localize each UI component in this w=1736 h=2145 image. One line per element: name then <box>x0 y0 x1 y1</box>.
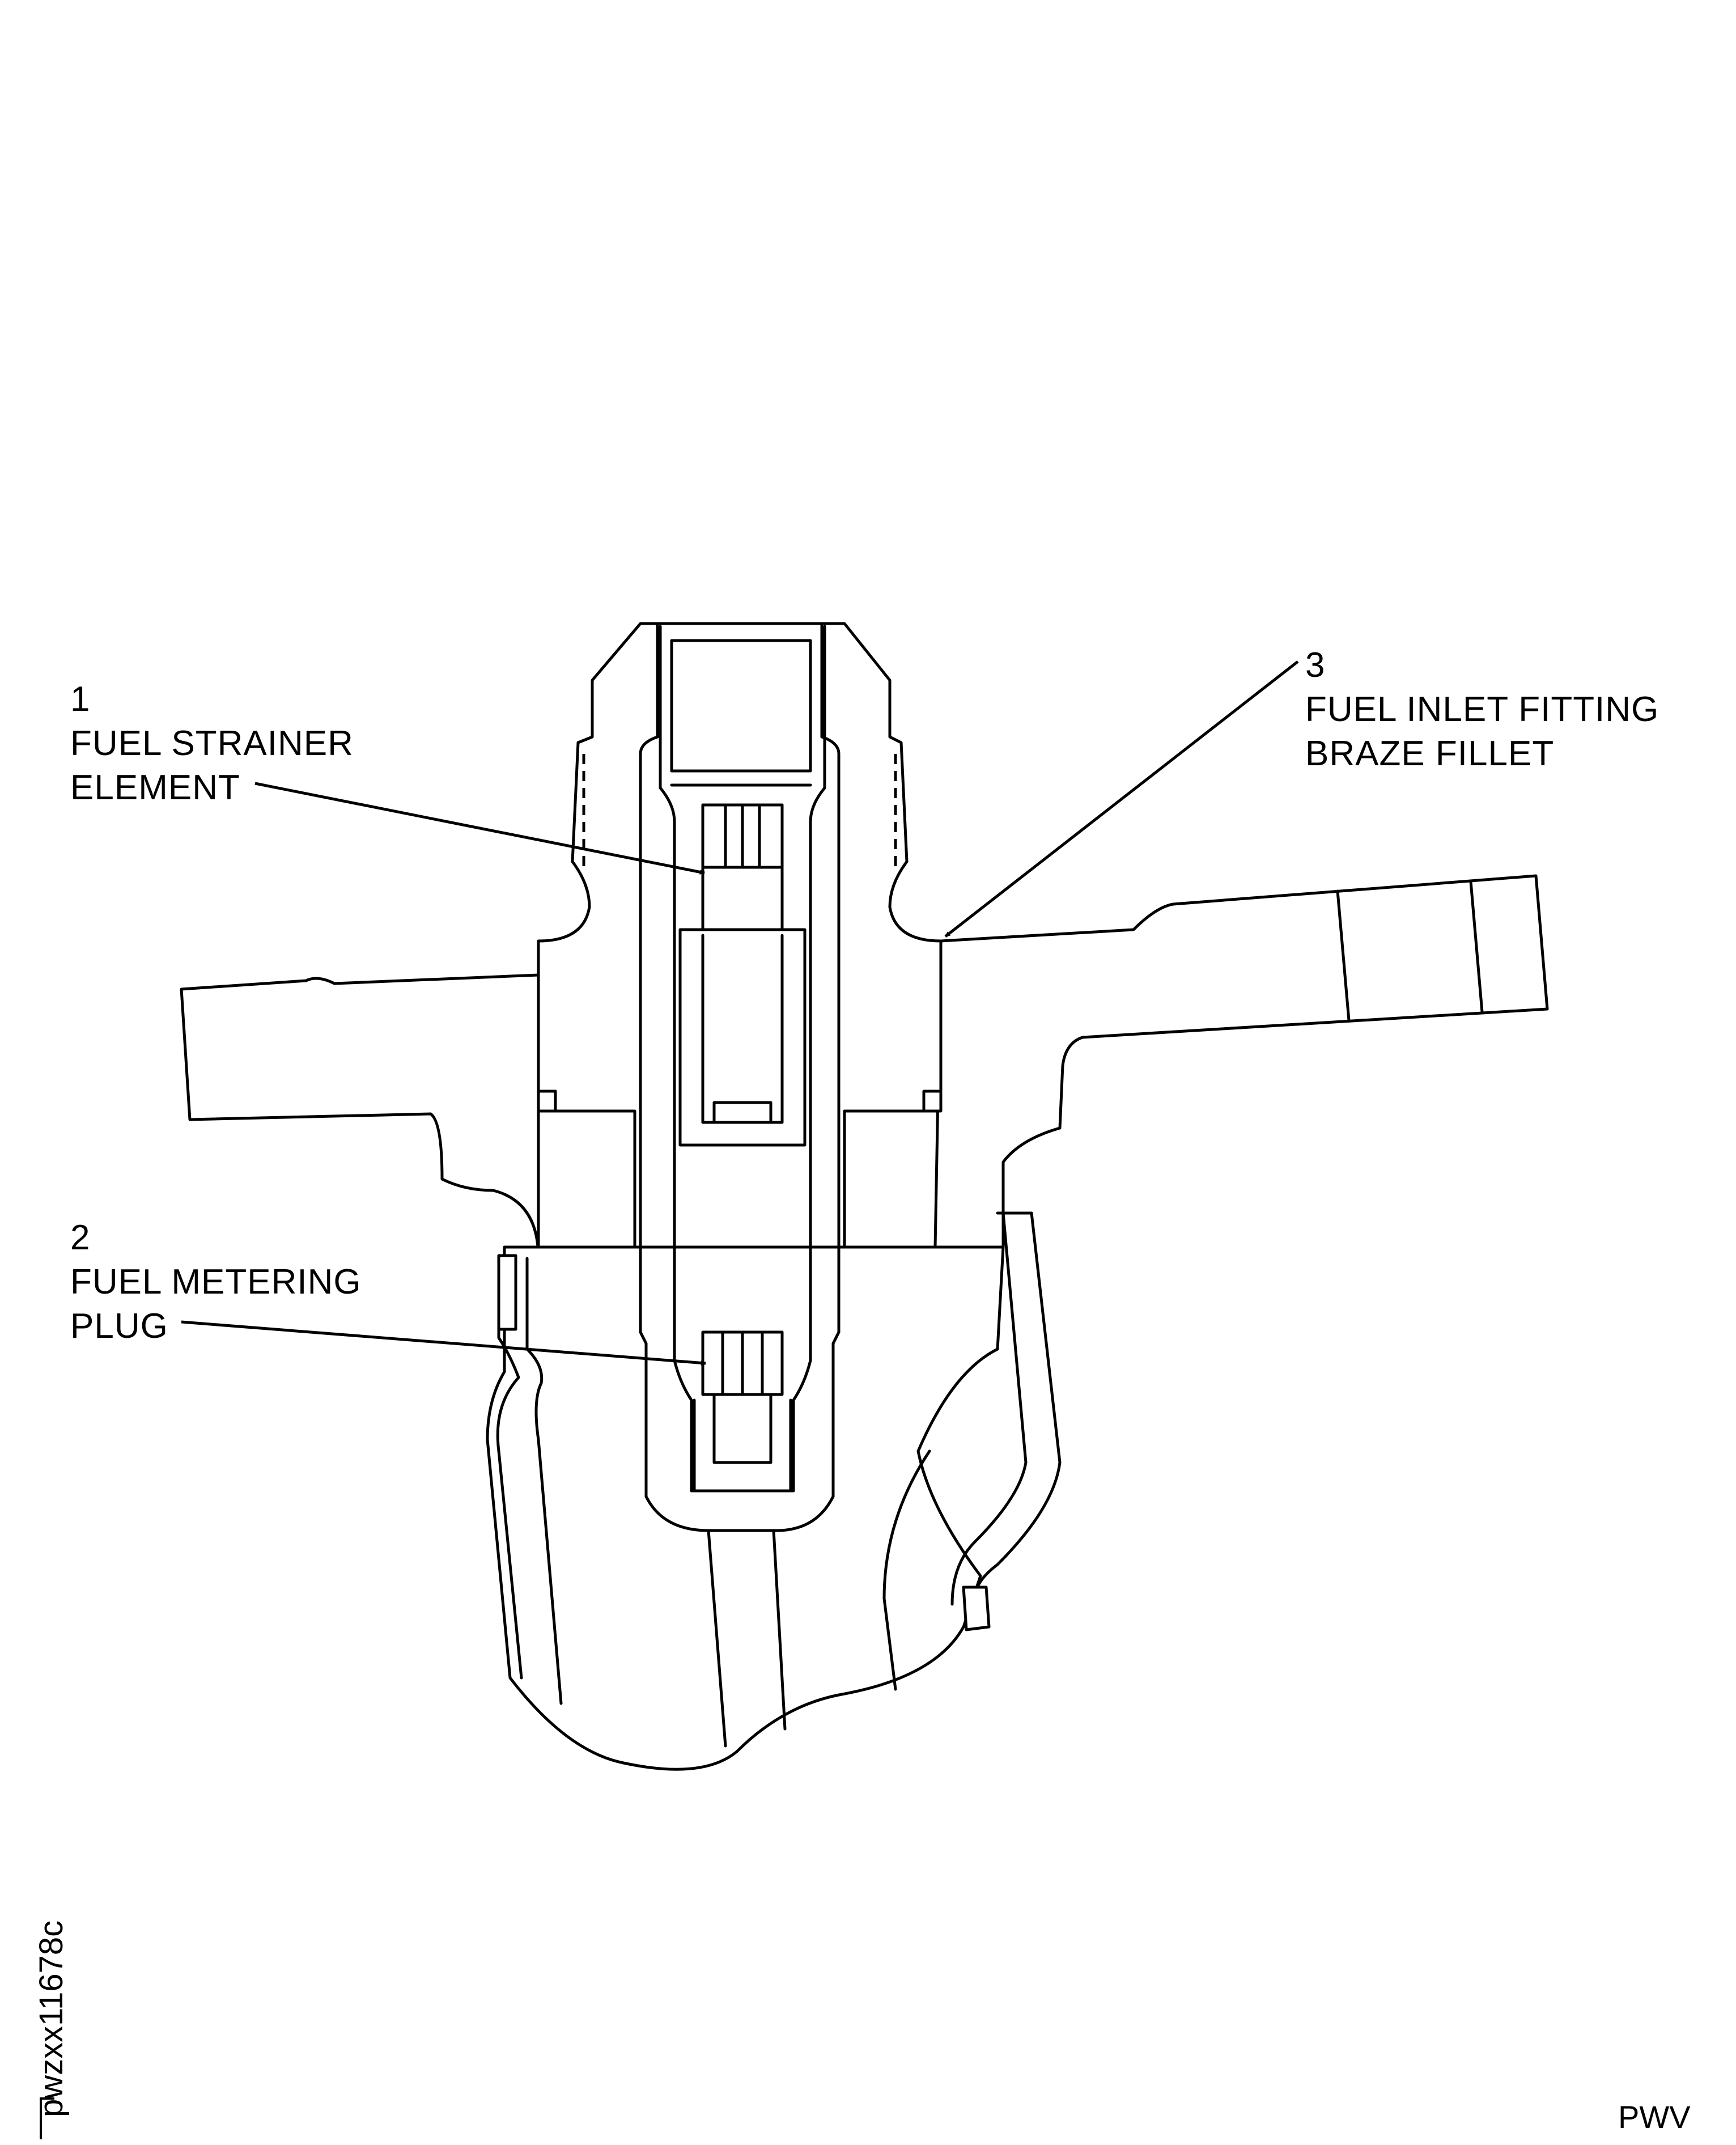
figure-id-corner-mark <box>40 2097 54 2139</box>
callout-number: 1 <box>70 680 91 719</box>
source-mark: PWV <box>1618 2099 1691 2135</box>
callout-fuel-strainer-element: 1 FUEL STRAINER ELEMENT <box>70 677 354 810</box>
plug-outer-stem <box>693 1398 792 1493</box>
callout-label-line: PLUG <box>70 1307 168 1346</box>
swirl-wall-right <box>882 1449 931 1691</box>
center-passage-right-wall <box>772 1529 787 1731</box>
leader-2 <box>181 1320 706 1366</box>
inlet-fitting-body <box>537 622 943 1249</box>
callout-number: 3 <box>1305 646 1326 685</box>
leader-1 <box>254 782 705 875</box>
figure-id: pwzxx11678c <box>33 1920 70 2117</box>
inner-sleeve <box>659 625 826 1493</box>
left-inlet-arm <box>180 973 540 1260</box>
callout-fuel-inlet-fitting-braze-fillet: 3 FUEL INLET FITTING BRAZE FILLET <box>1305 643 1659 776</box>
right-heat-shield <box>973 1211 1062 1600</box>
strainer-bottom-cap <box>712 1101 773 1124</box>
callout-label-line: FUEL METERING <box>70 1262 362 1302</box>
inner-bore-outline <box>639 622 841 1532</box>
lower-nozzle-body <box>486 1245 1005 1771</box>
right-arm-band-line-1 <box>1336 889 1351 1022</box>
fitting-base-notch-right <box>922 1090 943 1113</box>
center-passage-left-wall <box>707 1529 727 1748</box>
leader-3 <box>944 660 1299 938</box>
callout-number: 2 <box>70 1218 91 1257</box>
callout-fuel-metering-plug: 2 FUEL METERING PLUG <box>70 1216 362 1349</box>
strainer-body <box>678 928 807 1147</box>
callout-label-line: ELEMENT <box>70 768 240 807</box>
right-inlet-arm <box>933 874 1549 1249</box>
right-arm-band-line-2 <box>1469 880 1484 1014</box>
right-heat-shield-inner <box>950 1211 1028 1606</box>
left-shield-tab <box>497 1254 517 1331</box>
fitting-base-notch-left <box>537 1090 557 1113</box>
right-shield-tab <box>962 1586 991 1631</box>
bore-cap-top <box>670 639 812 773</box>
left-heat-shield-inner <box>525 1257 563 1705</box>
plug-stem <box>712 1393 773 1464</box>
callout-label-line: BRAZE FILLET <box>1305 734 1555 773</box>
callout-label-line: FUEL STRAINER <box>70 724 354 763</box>
callout-label-line: FUEL INLET FITTING <box>1305 690 1659 729</box>
